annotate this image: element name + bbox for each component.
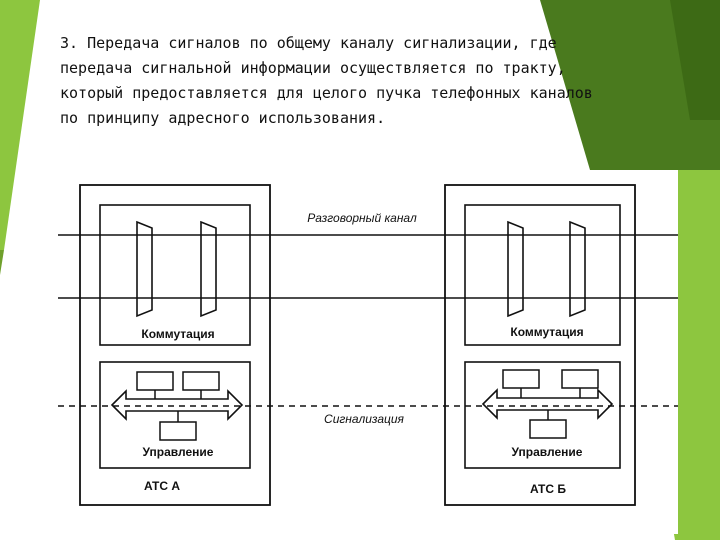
station-b-bus-arrow — [481, 388, 614, 420]
station-a-switch-stage-2 — [200, 220, 217, 318]
station-b-control-label: Управление — [512, 445, 583, 459]
station-b-name: АТС Б — [530, 482, 566, 496]
speech-channel-label: Разговорный канал — [307, 211, 417, 225]
station-a-processor-2 — [182, 371, 220, 391]
paragraph-line: передача сигнальной информации осуществл… — [60, 59, 566, 77]
station-a-bus-arrow — [110, 389, 244, 421]
station-a-processor-1 — [136, 371, 174, 391]
paragraph-line: который предоставляется для целого пучка… — [60, 84, 593, 102]
station-b-switch-stage-2 — [569, 220, 586, 318]
station-a-frame — [79, 184, 271, 506]
slide-paragraph: 3. Передача сигналов по общему каналу си… — [60, 31, 690, 131]
station-a-switching-label: Коммутация — [141, 327, 214, 341]
right-darker-green-band — [670, 0, 720, 120]
station-a-control-block — [99, 361, 251, 469]
station-b-switching-block — [464, 204, 621, 346]
left-green-tip — [0, 250, 4, 275]
station-a-name: АТС А — [144, 479, 180, 493]
station-a-switching-block — [99, 204, 251, 346]
station-b-switching-label: Коммутация — [510, 325, 583, 339]
station-a-switch-stage-1 — [136, 220, 153, 318]
paragraph-line: 3. Передача сигналов по общему каналу си… — [60, 34, 557, 52]
paragraph-line: по принципу адресного использования. — [60, 109, 386, 127]
left-green-wedge — [0, 0, 40, 250]
station-b-control-block — [464, 361, 621, 469]
station-a-control-unit — [159, 421, 197, 441]
station-a-control-label: Управление — [143, 445, 214, 459]
station-b-switch-stage-1 — [507, 220, 524, 318]
right-dark-green-band — [540, 0, 720, 170]
signaling-label: Сигнализация — [324, 412, 404, 426]
station-b-processor-2 — [561, 369, 599, 389]
station-b-control-unit — [529, 419, 567, 439]
station-b-frame — [444, 184, 636, 506]
station-b-processor-1 — [502, 369, 540, 389]
speech-label-bg — [296, 208, 428, 226]
